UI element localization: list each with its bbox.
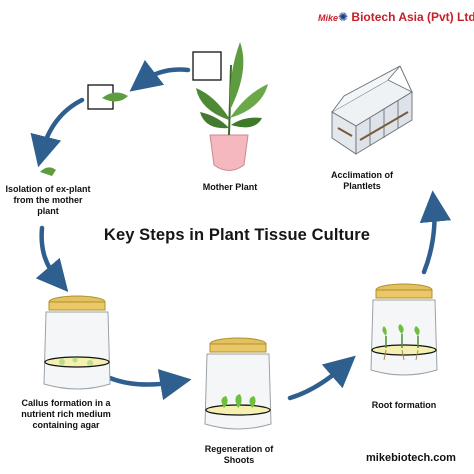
mother-plant-illustration [192, 42, 268, 171]
step-label-callus: Callus formation in a nutrient rich medi… [21, 398, 111, 430]
jar-roots-illustration [370, 283, 438, 376]
brand-name: Biotech Asia (Pvt) Ltd [351, 10, 474, 24]
step-label-roots: Root formation [371, 400, 437, 410]
arrow-leaf-to-isolation [30, 97, 85, 168]
arrow-shoots-to-roots [287, 355, 356, 401]
jar-callus-illustration [43, 295, 111, 390]
arrow-isolation-to-callus [35, 225, 69, 292]
arrow-roots-to-acclimation [419, 190, 452, 275]
diagram-title: Key Steps in Plant Tissue Culture [103, 226, 371, 244]
company-logo: Mike✺ Biotech Asia (Pvt) Ltd [318, 10, 474, 24]
excised-leaf-illustration [87, 84, 128, 110]
step-label-mother: Mother Plant [202, 182, 258, 192]
brand-prefix: Mike [318, 13, 339, 23]
step-label-shoots: Regeneration of Shoots [204, 444, 274, 465]
greenhouse-illustration [331, 65, 413, 155]
website-label: mikebiotech.com [366, 452, 456, 464]
explant-piece [40, 167, 56, 176]
arrow-callus-to-shoots [107, 369, 192, 401]
step-label-acclimation: Acclimation of Plantlets [330, 170, 393, 191]
arrow-mother-to-leaf [129, 59, 191, 92]
step-label-isolation: Isolation of ex-plant from the mother pl… [5, 184, 91, 216]
jar-shoots-illustration [204, 337, 272, 430]
sun-logo-icon: ✺ [338, 10, 349, 24]
